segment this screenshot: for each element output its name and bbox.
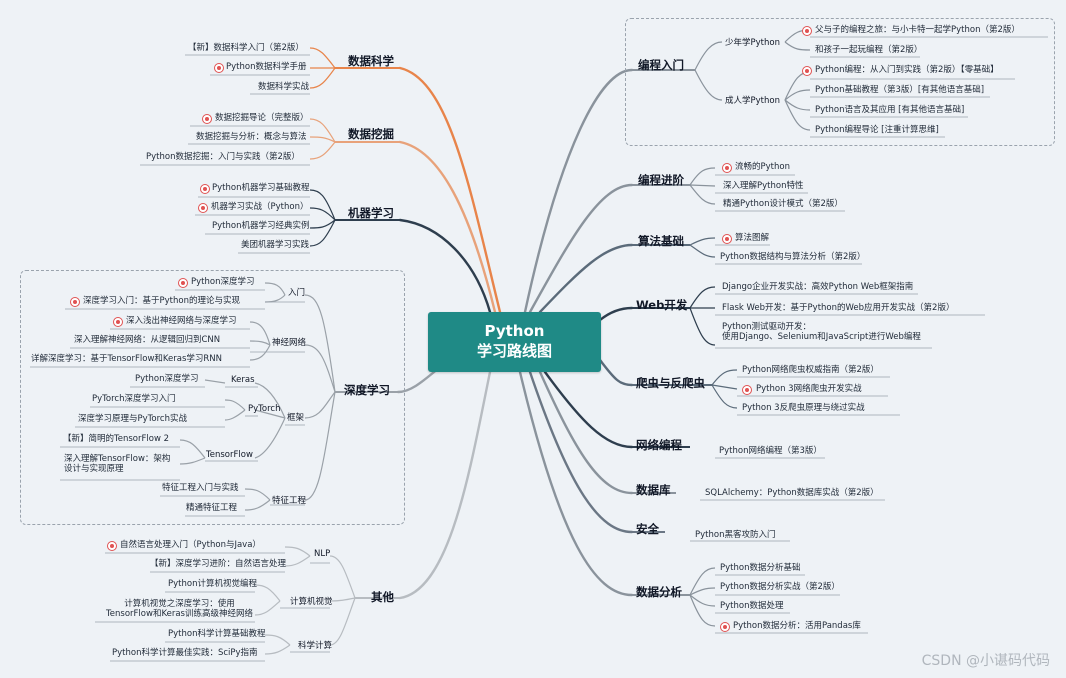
- category-network[interactable]: 网络编程: [636, 438, 682, 452]
- leaf-dl-fe-2: 精通特征工程: [186, 503, 238, 513]
- star-icon: [178, 278, 188, 288]
- leaf-kids-2: 和孩子一起玩编程（第2版）: [815, 45, 923, 55]
- leaf-cv-1: Python计算机视觉编程: [168, 579, 257, 589]
- category-data-science[interactable]: 数据科学: [348, 54, 394, 68]
- center-subtitle: 学习路线图: [476, 342, 552, 360]
- leaf-dl-intro-2: 深度学习入门：基于Python的理论与实现: [83, 296, 240, 306]
- leaf-ml-4: 美团机器学习实践: [241, 240, 310, 250]
- category-web[interactable]: Web开发: [636, 298, 688, 312]
- star-icon: [198, 203, 208, 213]
- leaf-kids-1: 父与子的编程之旅：与小卡特一起学Python（第2版）: [815, 25, 1020, 35]
- star-icon: [722, 163, 732, 173]
- leaf-dl-nn-3: 详解深度学习：基于TensorFlow和Keras学习RNN: [31, 354, 223, 364]
- watermark-text: CSDN @小谌码代码: [921, 653, 1050, 669]
- sub-sci[interactable]: 科学计算: [298, 641, 333, 651]
- star-icon: [720, 622, 730, 632]
- star-icon: [722, 234, 732, 244]
- leaf-ana-1: Python数据分析基础: [720, 563, 801, 573]
- category-other[interactable]: 其他: [371, 590, 394, 604]
- leaf-adult-4: Python编程导论 [注重计算思维]: [815, 125, 939, 135]
- leaf-nlp-1: 自然语言处理入门（Python与Java）: [120, 540, 261, 550]
- category-security[interactable]: 安全: [636, 522, 659, 536]
- leaf-adult-2: Python基础教程（第3版）[有其他语言基础]: [815, 85, 985, 95]
- leaf-ml-3: Python机器学习经典实例: [212, 221, 310, 231]
- sub-framework[interactable]: 框架: [287, 413, 305, 423]
- sub-keras[interactable]: Keras: [231, 375, 255, 385]
- star-icon: [200, 184, 210, 194]
- leaf-ds-1: 【新】数据科学入门（第2版）: [188, 43, 304, 53]
- leaf-crawl-1: Python网络爬虫权威指南（第2版）: [742, 365, 879, 375]
- leaf-ds-2: Python数据科学手册: [226, 62, 307, 72]
- category-analysis[interactable]: 数据分析: [636, 585, 682, 599]
- leaf-algo-1: 算法图解: [735, 233, 770, 243]
- star-icon: [107, 541, 117, 551]
- leaf-adult-1: Python编程：从入门到实践（第2版）【零基础】: [815, 65, 999, 75]
- leaf-dl-nn-2: 深入理解神经网络：从逻辑回归到CNN: [74, 335, 221, 345]
- star-icon: [70, 297, 80, 307]
- leaf-crawl-2: Python 3网络爬虫开发实战: [756, 384, 862, 394]
- leaf-ds-3: 数据科学实战: [258, 82, 310, 92]
- leaf-adult-3: Python语言及其应用 [有其他语言基础]: [815, 105, 965, 115]
- sub-neural-network[interactable]: 神经网络: [272, 338, 307, 348]
- sub-nlp[interactable]: NLP: [314, 549, 331, 559]
- sub-adult[interactable]: 成人学Python: [725, 96, 780, 106]
- category-advanced[interactable]: 编程进阶: [638, 173, 684, 187]
- star-icon: [802, 66, 812, 76]
- leaf-dl-tf-2: 深入理解TensorFlow：架构 设计与实现原理: [64, 454, 171, 474]
- deep-learning-group-box: [20, 270, 405, 525]
- sub-pytorch[interactable]: PyTorch: [248, 404, 281, 414]
- sub-tensorflow[interactable]: TensorFlow: [206, 450, 253, 460]
- star-icon: [802, 26, 812, 36]
- sub-kids[interactable]: 少年学Python: [725, 38, 780, 48]
- leaf-dm-1: 数据挖掘导论（完整版）: [215, 113, 309, 123]
- sub-feature-engineering[interactable]: 特征工程: [272, 496, 307, 506]
- leaf-algo-2: Python数据结构与算法分析（第2版）: [720, 252, 866, 262]
- center-title: Python: [484, 322, 545, 340]
- star-icon: [214, 63, 224, 73]
- leaf-cv-2: 计算机视觉之深度学习：使用 TensorFlow和Keras训练高级神经网络: [106, 599, 253, 619]
- leaf-dl-nn-1: 深入浅出神经网络与深度学习: [126, 316, 237, 326]
- leaf-dl-fe-1: 特征工程入门与实践: [162, 483, 239, 493]
- center-node[interactable]: Python 学习路线图: [428, 312, 601, 372]
- leaf-ana-3: Python数据处理: [720, 601, 784, 611]
- intro-group-box: [625, 18, 1055, 146]
- leaf-dm-3: Python数据挖掘：入门与实践（第2版）: [146, 152, 300, 162]
- sub-cv[interactable]: 计算机视觉: [290, 597, 333, 607]
- leaf-db-1: SQLAlchemy：Python数据库实战（第2版）: [705, 488, 879, 498]
- category-deep-learning[interactable]: 深度学习: [344, 383, 390, 397]
- leaf-dm-2: 数据挖掘与分析：概念与算法: [196, 132, 307, 142]
- star-icon: [202, 114, 212, 124]
- leaf-web-1: Django企业开发实战：高效Python Web框架指南: [722, 282, 914, 292]
- leaf-dl-pytorch-1: PyTorch深度学习入门: [92, 394, 176, 404]
- sub-intro[interactable]: 入门: [288, 288, 306, 298]
- leaf-ana-2: Python数据分析实战（第2版）: [720, 582, 840, 592]
- leaf-dl-pytorch-2: 深度学习原理与PyTorch实战: [78, 414, 187, 424]
- leaf-crawl-3: Python 3反爬虫原理与绕过实战: [742, 403, 865, 413]
- category-algorithm[interactable]: 算法基础: [638, 234, 684, 248]
- leaf-nlp-2: 【新】深度学习进阶：自然语言处理: [150, 559, 287, 569]
- category-machine-learning[interactable]: 机器学习: [348, 206, 394, 220]
- leaf-adv-2: 深入理解Python特性: [723, 181, 804, 191]
- leaf-dl-intro-1: Python深度学习: [191, 277, 255, 287]
- leaf-sec-1: Python黑客攻防入门: [695, 530, 776, 540]
- leaf-dl-keras-1: Python深度学习: [135, 374, 199, 384]
- star-icon: [113, 317, 123, 327]
- leaf-web-2: Flask Web开发：基于Python的Web应用开发实战（第2版）: [722, 303, 955, 313]
- leaf-web-3: Python测试驱动开发： 使用Django、Selenium和JavaScri…: [722, 322, 921, 342]
- leaf-adv-3: 精通Python设计模式（第2版）: [723, 199, 843, 209]
- star-icon: [742, 385, 752, 395]
- leaf-ml-1: Python机器学习基础教程: [212, 183, 310, 193]
- leaf-net-1: Python网络编程（第3版）: [719, 446, 822, 456]
- leaf-adv-1: 流畅的Python: [735, 162, 790, 172]
- leaf-ana-4: Python数据分析：活用Pandas库: [733, 621, 861, 631]
- leaf-ml-2: 机器学习实战（Python）: [211, 202, 309, 212]
- leaf-sci-2: Python科学计算最佳实践：SciPy指南: [112, 648, 258, 658]
- leaf-sci-1: Python科学计算基础教程: [168, 629, 266, 639]
- category-database[interactable]: 数据库: [636, 483, 671, 497]
- category-data-mining[interactable]: 数据挖掘: [348, 127, 394, 141]
- category-intro[interactable]: 编程入门: [638, 58, 684, 72]
- category-crawler[interactable]: 爬虫与反爬虫: [636, 376, 705, 390]
- leaf-dl-tf-1: 【新】简明的TensorFlow 2: [63, 434, 170, 444]
